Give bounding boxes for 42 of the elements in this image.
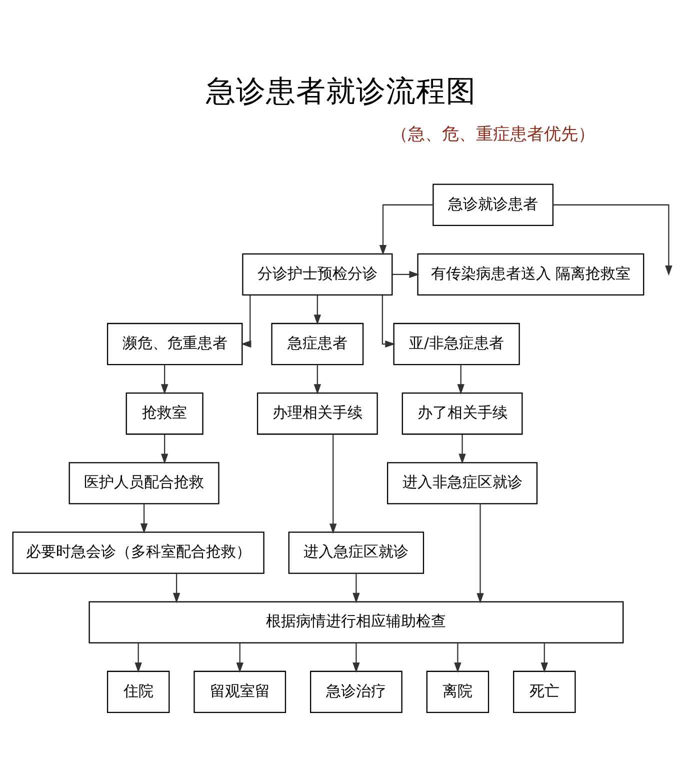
arrow bbox=[476, 503, 484, 603]
node-box: 住院 bbox=[106, 670, 170, 713]
arrow bbox=[314, 294, 321, 324]
arrow bbox=[352, 642, 360, 672]
node-box: 必要时急会诊（多科室配合抢救） bbox=[12, 531, 264, 574]
node-box: 进入非急症区就诊 bbox=[387, 462, 538, 504]
arrow bbox=[134, 642, 142, 672]
node-box: 急诊治疗 bbox=[310, 670, 402, 713]
label: （急、危、重症患者优先） bbox=[391, 124, 596, 144]
arrow bbox=[553, 204, 672, 276]
node-box: 死亡 bbox=[513, 670, 576, 713]
arrow bbox=[140, 504, 148, 534]
node-box: 濒危、危重患者 bbox=[106, 322, 243, 365]
node-box: 离院 bbox=[426, 670, 490, 713]
diagram-title: 急诊患者就诊流程图 bbox=[206, 72, 476, 108]
arrow bbox=[392, 270, 420, 278]
node-box: 进入急症区就诊 bbox=[288, 531, 424, 574]
arrow bbox=[314, 364, 321, 394]
node-box: 有传染病患者送入 隔离抢救室 bbox=[417, 252, 644, 296]
node-box: 办理相关手续 bbox=[256, 392, 378, 434]
arrow bbox=[454, 642, 462, 672]
arrow bbox=[240, 294, 252, 348]
arrow bbox=[160, 434, 168, 464]
arrow bbox=[379, 204, 433, 255]
arrow bbox=[172, 573, 180, 603]
node-box: 急症患者 bbox=[271, 322, 364, 365]
arrow bbox=[330, 434, 337, 534]
node-box: 抢救室 bbox=[126, 392, 204, 434]
node-box: 分诊护士预检分诊 bbox=[242, 252, 393, 296]
node-box: 留观室留 bbox=[194, 670, 286, 713]
arrow bbox=[540, 642, 548, 672]
node-box: 办了相关手续 bbox=[402, 392, 523, 434]
node-box: 亚/非急症患者 bbox=[393, 322, 520, 365]
arrow bbox=[352, 573, 360, 603]
arrow bbox=[382, 294, 396, 348]
node-box: 急诊就诊患者 bbox=[432, 183, 554, 226]
node-box: 根据病情进行相应辅助检查 bbox=[88, 600, 624, 643]
arrow bbox=[160, 364, 168, 394]
arrow bbox=[458, 434, 466, 464]
node-box: 医护人员配合抢救 bbox=[68, 462, 220, 504]
arrow bbox=[457, 364, 464, 394]
arrow bbox=[236, 642, 244, 672]
